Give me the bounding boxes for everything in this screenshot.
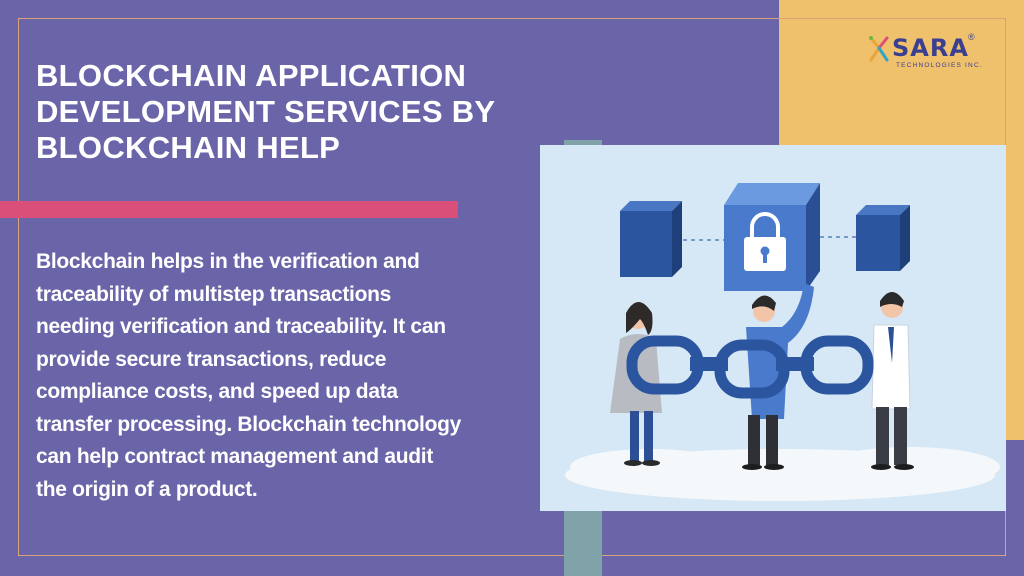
sara-x-logo-icon [869, 36, 889, 62]
cube-icon [856, 205, 910, 271]
body-line: compliance costs, and speed up data [36, 380, 398, 403]
logo-wordmark: SARA [892, 34, 969, 62]
blockchain-illustration [540, 145, 1006, 511]
body-line: transfer processing. Blockchain technolo… [36, 412, 462, 436]
person-right [871, 292, 914, 470]
pink-divider-bar [0, 201, 458, 218]
padlock-icon [744, 212, 786, 271]
chain-icon [626, 335, 874, 399]
cube-icon [620, 201, 682, 277]
center-cube [724, 183, 820, 291]
slide-body: Blockchain helps in the verification and… [36, 246, 536, 506]
logo-registered-mark: ® [968, 32, 975, 42]
logo-tagline: TECHNOLOGIES INC. [896, 62, 983, 69]
body-line: needing verification and traceability. I… [36, 315, 446, 338]
body-line: can help contract management and audit [36, 445, 434, 468]
body-line: Blockchain helps in the verification and [36, 250, 420, 273]
title-line: BLOCKCHAIN HELP [36, 130, 341, 165]
body-line: provide secure transactions, reduce [36, 347, 387, 371]
body-line: traceability of multistep transactions [36, 282, 392, 306]
slide-title: BLOCKCHAIN APPLICATION DEVELOPMENT SERVI… [36, 58, 556, 166]
illustration-graphic [565, 183, 1000, 501]
title-line: BLOCKCHAIN APPLICATION [36, 58, 467, 93]
company-logo: SARA ® TECHNOLOGIES INC. [868, 32, 982, 72]
body-line: the origin of a product. [36, 477, 258, 501]
title-line: DEVELOPMENT SERVICES BY [36, 94, 496, 129]
